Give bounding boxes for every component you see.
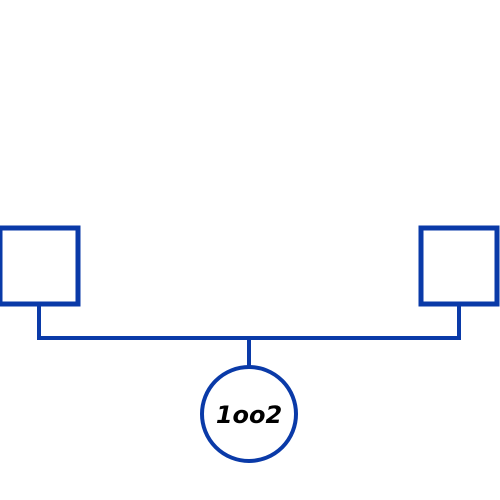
voter-circle [200,365,298,463]
channel-b-box [418,225,500,307]
channel-a-box [0,225,81,307]
voter-label: 1oo2 [216,401,282,429]
